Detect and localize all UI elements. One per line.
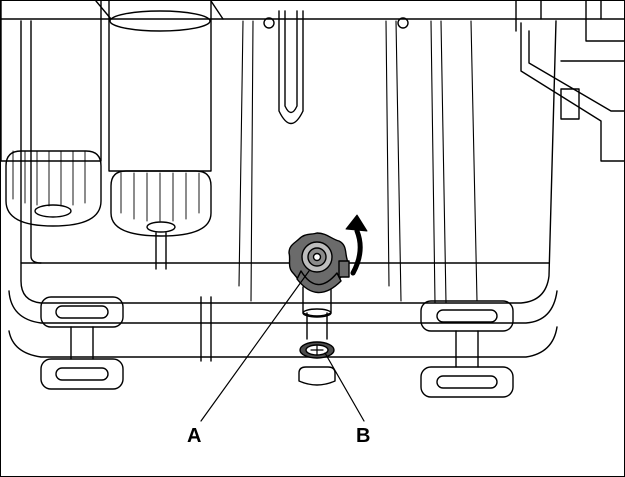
filter-canister-left [1, 1, 102, 227]
mounting-feet [40, 296, 514, 398]
tank-ribs [238, 20, 478, 304]
side-bracket [520, 1, 624, 162]
callout-label-b: B [356, 425, 371, 447]
rotate-arrow-icon [345, 214, 368, 276]
filter-canister-center [108, 1, 212, 270]
drain-stem [298, 286, 336, 386]
tank-body [8, 20, 558, 358]
top-rim [1, 1, 624, 32]
drain-valve-knob [288, 232, 350, 294]
top-tab [278, 10, 304, 125]
drain-plug [299, 341, 335, 359]
callout-label-a: A [187, 425, 202, 447]
callout-leaders [200, 270, 365, 422]
